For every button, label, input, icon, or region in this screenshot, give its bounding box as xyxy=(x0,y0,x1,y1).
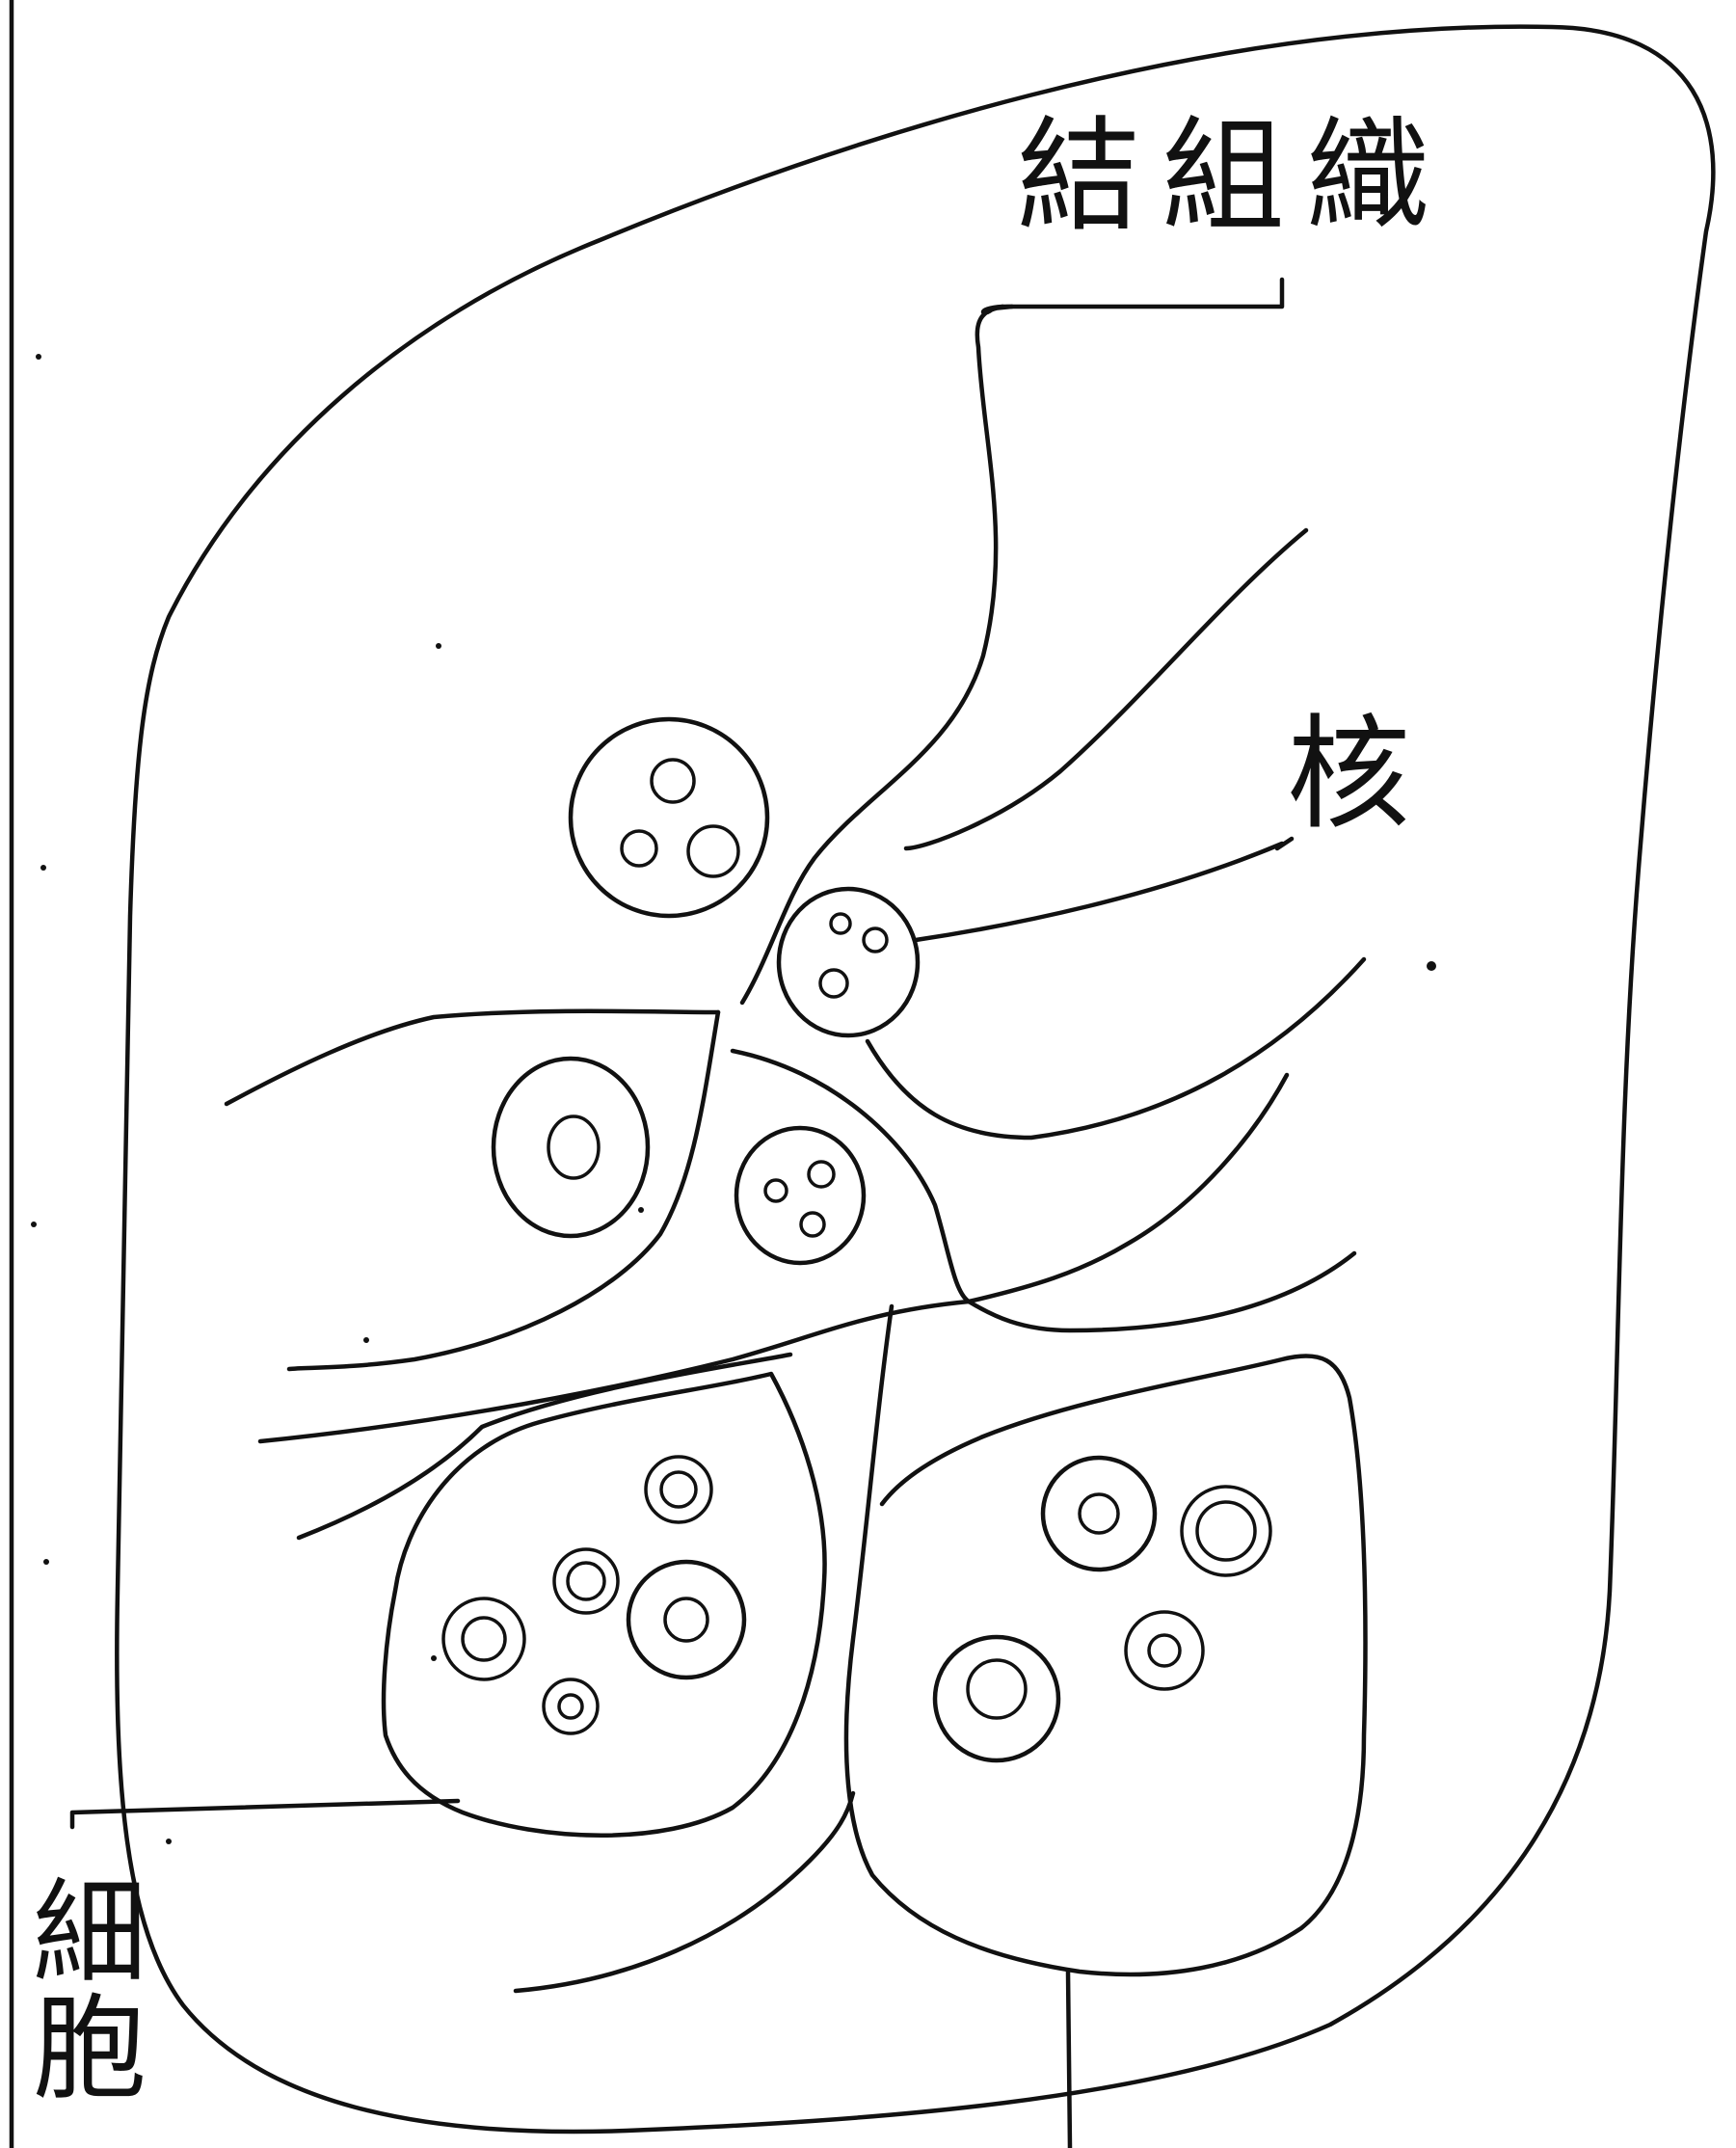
septum-cross-long xyxy=(260,1302,969,1441)
compartment-left-nuclei xyxy=(443,1457,744,1733)
leader-cell-left xyxy=(72,1801,458,1827)
leader-cell-bottom xyxy=(1068,1972,1070,2148)
septum-left-upper xyxy=(227,1011,718,1104)
fibre-lower-right xyxy=(969,1253,1354,1330)
compartment-right-nuclei xyxy=(935,1458,1270,1760)
fibre-bottom-left xyxy=(516,1793,853,1991)
fibre-nucleus-right xyxy=(916,844,1282,940)
label-cell: 細 胞 xyxy=(27,1875,152,2108)
label-cell-char-2: 胞 xyxy=(27,1991,152,2107)
cell-middle xyxy=(736,1128,864,1263)
fibre-mid-right xyxy=(868,959,1364,1138)
connective-strand-upper-b xyxy=(906,530,1306,848)
septum-cross-long-b xyxy=(299,1355,790,1538)
fibre-mid-right-b xyxy=(969,1075,1287,1302)
leader-connective-tissue xyxy=(1002,280,1282,307)
label-connective-tissue: 結組織 xyxy=(1017,116,1451,239)
label-cell-char-1: 細 xyxy=(27,1875,152,1991)
cell-near-nucleus xyxy=(779,889,918,1035)
cell-compartment-right xyxy=(846,1306,1366,1974)
label-nucleus: 核 xyxy=(1287,713,1410,837)
cell-compartment-left xyxy=(384,1374,825,1836)
cell-middle-left xyxy=(494,1059,648,1236)
connective-strand-upper xyxy=(742,307,1012,1003)
stipple-dots xyxy=(31,354,1436,1844)
tissue-outline xyxy=(117,27,1713,2132)
cell-upper-left xyxy=(571,719,767,916)
septum-center-right xyxy=(733,1051,969,1302)
